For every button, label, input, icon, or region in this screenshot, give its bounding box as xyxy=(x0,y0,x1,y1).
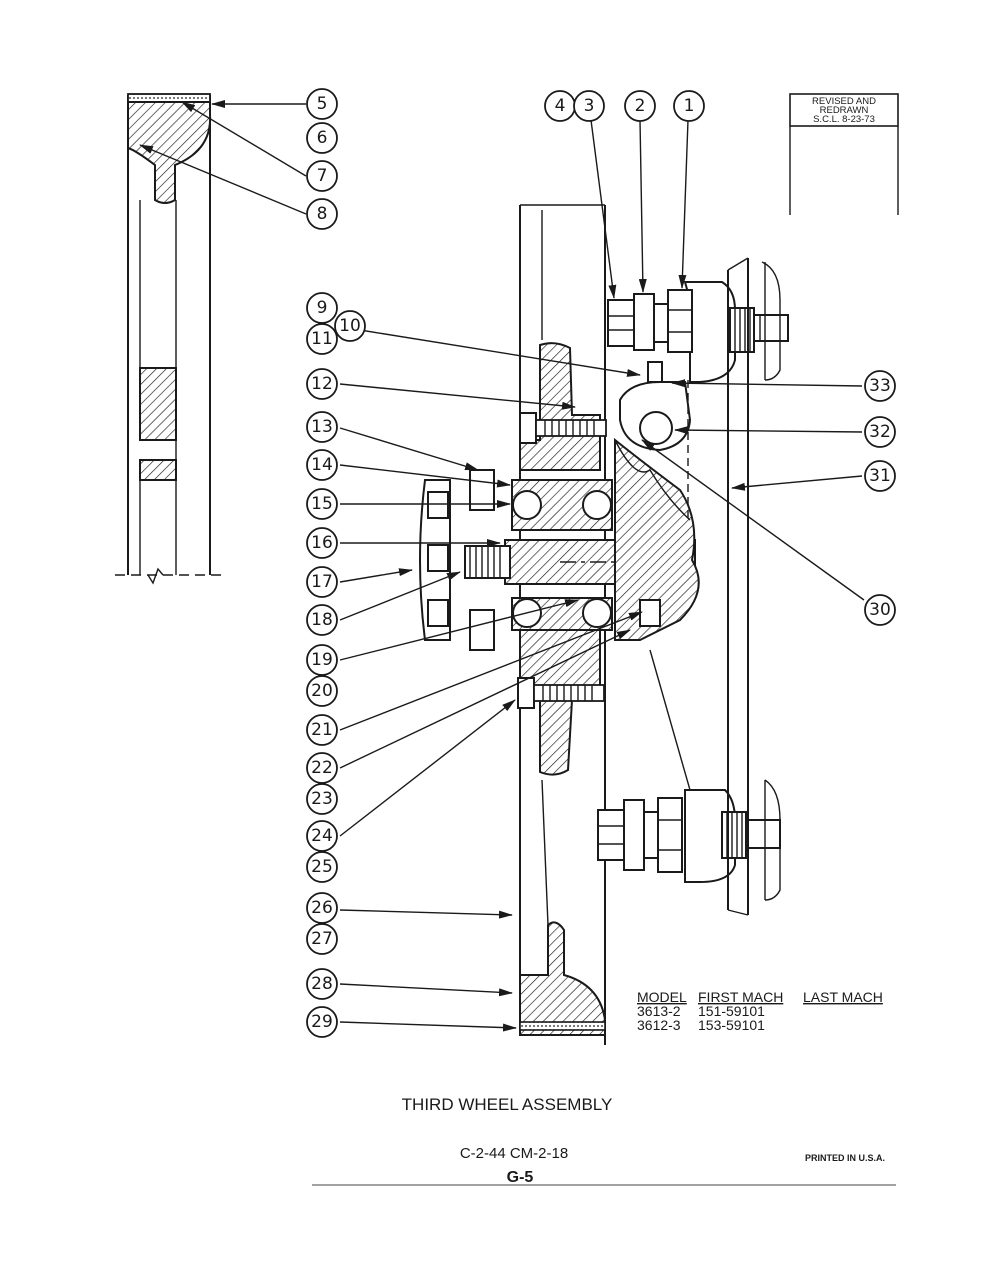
svg-text:31: 31 xyxy=(869,466,891,486)
svg-text:30: 30 xyxy=(869,600,891,620)
svg-text:21: 21 xyxy=(311,720,333,740)
callout-9: 9 xyxy=(306,292,338,324)
callout-14: 14 xyxy=(306,449,338,481)
svg-text:14: 14 xyxy=(311,455,333,475)
svg-text:19: 19 xyxy=(311,650,333,670)
first-mach-header: FIRST MACH xyxy=(698,989,783,1005)
svg-text:10: 10 xyxy=(339,316,361,336)
printed-notice: PRINTED IN U.S.A. xyxy=(805,1153,885,1163)
model-row-1-model: 3613-2 xyxy=(637,1003,681,1019)
callout-21: 21 xyxy=(306,714,338,746)
svg-text:23: 23 xyxy=(311,789,333,809)
last-mach-header: LAST MACH xyxy=(803,989,883,1005)
callout-29: 29 xyxy=(306,1006,338,1038)
model-row-2-first: 153-59101 xyxy=(698,1017,765,1033)
callout-12: 12 xyxy=(306,368,338,400)
top-bolt-thread xyxy=(734,308,751,352)
svg-text:17: 17 xyxy=(311,572,333,592)
svg-text:5: 5 xyxy=(317,94,328,114)
callout-25: 25 xyxy=(306,851,338,883)
callout-33: 33 xyxy=(864,370,896,402)
callout-20: 20 xyxy=(306,675,338,707)
callout-27: 27 xyxy=(306,923,338,955)
revision-block: REVISED AND REDRAWN S.C.L. 8-23-73 xyxy=(789,93,899,215)
callout-4: 4 xyxy=(544,90,576,122)
svg-text:9: 9 xyxy=(317,298,328,318)
svg-text:20: 20 xyxy=(311,681,333,701)
svg-text:16: 16 xyxy=(311,533,333,553)
callout-19: 19 xyxy=(306,644,338,676)
callout-18: 18 xyxy=(306,604,338,636)
model-table: MODEL FIRST MACH LAST MACH 3613-2 151-59… xyxy=(637,989,883,1033)
upper-bolt-thread xyxy=(544,420,595,436)
revision-line-2: REDRAWN xyxy=(820,105,869,116)
shaft-thread xyxy=(469,546,501,578)
svg-text:22: 22 xyxy=(311,758,333,778)
callout-30: 30 xyxy=(864,594,896,626)
callout-8: 8 xyxy=(306,198,338,230)
svg-text:8: 8 xyxy=(317,204,328,224)
callout-17: 17 xyxy=(306,566,338,598)
callout-10: 10 xyxy=(334,310,366,342)
svg-text:15: 15 xyxy=(311,494,333,514)
callout-22: 22 xyxy=(306,752,338,784)
callout-13: 13 xyxy=(306,411,338,443)
svg-text:12: 12 xyxy=(311,374,333,394)
callout-5: 5 xyxy=(306,88,338,120)
svg-text:2: 2 xyxy=(635,96,646,116)
revision-line-1: REVISED AND xyxy=(812,96,876,107)
model-row-1-first: 151-59101 xyxy=(698,1003,765,1019)
leader-lines xyxy=(139,100,865,1032)
callout-28: 28 xyxy=(306,968,338,1000)
callout-15: 15 xyxy=(306,488,338,520)
drawing-title: THIRD WHEEL ASSEMBLY xyxy=(402,1095,613,1114)
svg-text:1: 1 xyxy=(684,96,695,116)
callout-1: 1 xyxy=(673,90,705,122)
svg-text:29: 29 xyxy=(311,1012,333,1032)
svg-text:27: 27 xyxy=(311,929,333,949)
hub-assembly-view xyxy=(419,204,789,1045)
callout-7: 7 xyxy=(306,160,338,192)
callout-26: 26 xyxy=(306,892,338,924)
callout-6: 6 xyxy=(306,122,338,154)
svg-text:26: 26 xyxy=(311,898,333,918)
model-row-2-model: 3612-3 xyxy=(637,1017,681,1033)
drawing-reference: C-2-44 CM-2-18 xyxy=(460,1145,568,1162)
svg-text:28: 28 xyxy=(311,974,333,994)
model-header: MODEL xyxy=(637,989,687,1005)
svg-text:32: 32 xyxy=(869,422,891,442)
callout-bubbles: 5 6 7 8 4 3 2 1 9 11 10 12 13 14 15 16 1… xyxy=(306,88,896,1038)
callout-16: 16 xyxy=(306,527,338,559)
callout-23: 23 xyxy=(306,783,338,815)
svg-text:13: 13 xyxy=(311,417,333,437)
page-id: G-5 xyxy=(507,1169,534,1186)
callout-3: 3 xyxy=(573,90,605,122)
revision-line-3: S.C.L. 8-23-73 xyxy=(813,114,875,125)
callout-31: 31 xyxy=(864,460,896,492)
rim-section-view xyxy=(115,93,225,585)
svg-text:7: 7 xyxy=(317,166,328,186)
svg-text:4: 4 xyxy=(555,96,566,116)
svg-text:11: 11 xyxy=(311,329,333,349)
callout-11: 11 xyxy=(306,323,338,355)
callout-32: 32 xyxy=(864,416,896,448)
callout-2: 2 xyxy=(624,90,656,122)
callout-24: 24 xyxy=(306,820,338,852)
svg-text:3: 3 xyxy=(584,96,595,116)
svg-text:33: 33 xyxy=(869,376,891,396)
svg-text:24: 24 xyxy=(311,826,333,846)
svg-text:18: 18 xyxy=(311,610,333,630)
svg-text:25: 25 xyxy=(311,857,333,877)
svg-text:6: 6 xyxy=(317,128,328,148)
lower-bolt-thread xyxy=(542,685,593,701)
